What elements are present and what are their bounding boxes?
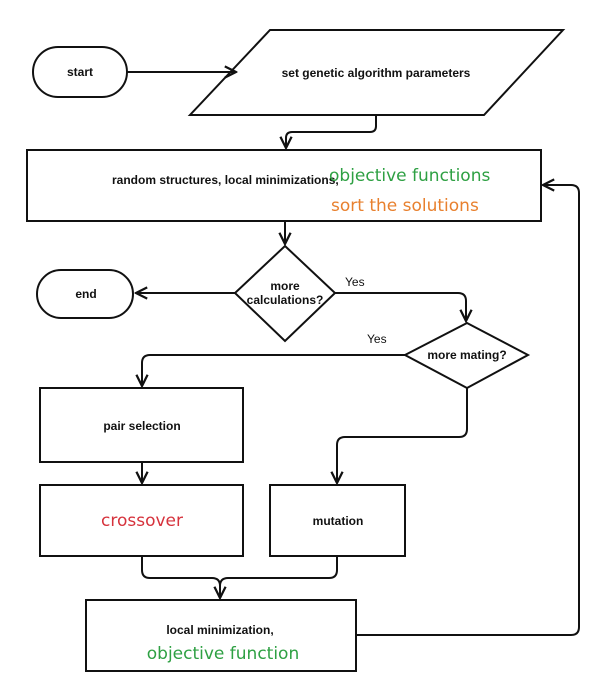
objective-functions-label: objective functions [329,166,490,186]
edge-more-mating-no-to-mutation [337,388,468,483]
more-mating-label: more mating? [427,348,506,362]
edge-loop-back [356,185,580,636]
objective-function-label: objective function [147,644,299,664]
edge-mutation-to-merge [219,556,338,587]
random-structures-box [26,149,542,222]
more-calculations-diamond [233,244,337,343]
more-calculations-label-1: more [270,279,300,293]
crossover-label: crossover [101,511,183,531]
sort-solutions-label: sort the solutions [331,196,479,216]
edge-crossover-to-merge [141,556,220,598]
local-minimization-label: local minimization, [166,623,273,637]
yes-calculations-label: Yes [345,275,365,289]
edge-more-calculations-yes [335,292,466,321]
pair-selection-box [39,387,244,463]
yes-mating-label: Yes [367,332,387,346]
pair-selection-label: pair selection [103,419,180,433]
crossover-box [39,484,244,557]
end-label: end [75,287,96,301]
start-label: start [67,65,93,79]
set-params-parallelogram [187,29,566,116]
mutation-label: mutation [313,514,364,528]
edge-params-to-random [286,115,377,148]
more-calculations-label-2: calculations? [247,293,324,307]
mutation-box [269,484,406,557]
set-params-label: set genetic algorithm parameters [282,66,471,80]
end-terminal [36,269,134,319]
edge-more-mating-yes [142,354,405,386]
random-structures-label: random structures, local minimizations, [112,173,339,187]
